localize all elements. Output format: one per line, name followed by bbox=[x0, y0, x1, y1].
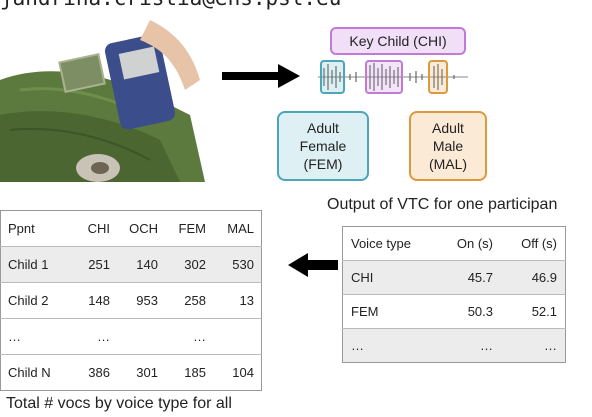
table-row: Child 2 148 953 258 13 bbox=[0, 282, 262, 319]
table-row: … … … bbox=[342, 328, 566, 363]
vtc-output-title: Output of VTC for one participan bbox=[327, 196, 558, 213]
key-child-label: Key Child (CHI) bbox=[330, 27, 466, 55]
header-cell: Off (s) bbox=[501, 226, 566, 261]
table-cell: 140 bbox=[117, 246, 165, 283]
header-cell: On (s) bbox=[437, 226, 501, 261]
table-cell: 302 bbox=[165, 246, 213, 283]
table-cell: … bbox=[79, 318, 117, 355]
table-cell: 52.1 bbox=[501, 294, 566, 329]
mal-line-2: Male bbox=[432, 138, 464, 154]
fem-line-2: Female bbox=[299, 138, 347, 154]
table-cell: 13 bbox=[213, 282, 262, 319]
fem-line-1: Adult bbox=[307, 120, 339, 136]
table-cell: 104 bbox=[232, 365, 254, 380]
adult-female-label: Adult Female (FEM) bbox=[277, 111, 369, 181]
fem-line-3: (FEM) bbox=[303, 156, 343, 172]
table-cell: 301 bbox=[136, 365, 158, 380]
table-cell: 148 bbox=[79, 282, 117, 319]
table-cell bbox=[213, 318, 262, 355]
table-cell: CHI bbox=[342, 260, 437, 295]
table-cell: FEM bbox=[342, 294, 437, 329]
header-cell: CHI bbox=[79, 210, 117, 247]
header-cell: FEM bbox=[165, 210, 213, 247]
table-cell bbox=[117, 318, 165, 355]
table-cell: Child 2 bbox=[0, 282, 79, 319]
header-cell: Voice type bbox=[342, 226, 437, 261]
arrow-left-icon bbox=[288, 253, 338, 277]
table-cell: 953 bbox=[117, 282, 165, 319]
table-row: Child 1 251 140 302 530 bbox=[0, 246, 262, 283]
table-cell: 530 bbox=[213, 246, 262, 283]
total-vocs-caption: Total # vocs by voice type for all bbox=[6, 395, 232, 412]
mal-line-3: (MAL) bbox=[428, 156, 468, 172]
table-cell: … bbox=[342, 328, 437, 363]
table-cell: 45.7 bbox=[437, 260, 501, 295]
email-header: jandrina.cristia@ens.psl.eu bbox=[0, 0, 341, 10]
table-cell: … bbox=[437, 328, 501, 363]
vtc-output-table: Voice type On (s) Off (s) CHI 45.7 46.9 … bbox=[342, 226, 566, 363]
header-cell: Ppnt bbox=[0, 210, 79, 247]
table-row: … … … bbox=[0, 318, 262, 355]
table-header-row: Ppnt CHI OCH FEM MAL bbox=[0, 210, 262, 247]
arrow-right-icon bbox=[222, 64, 300, 88]
summary-table: Ppnt CHI OCH FEM MAL Child 1 251 140 302… bbox=[0, 210, 262, 391]
table-cell: 50.3 bbox=[437, 294, 501, 329]
mal-line-1: Adult bbox=[432, 120, 464, 136]
table-cell: … bbox=[501, 328, 566, 363]
table-cell: Child 1 bbox=[0, 246, 79, 283]
table-header-row: Voice type On (s) Off (s) bbox=[342, 226, 566, 261]
audio-waveform bbox=[318, 60, 468, 94]
table-row: FEM 50.3 52.1 bbox=[342, 294, 566, 329]
table-row: Child N 386 301 185 104 bbox=[1, 355, 262, 391]
table-cell: … bbox=[165, 318, 213, 355]
table-cell: … bbox=[0, 318, 79, 355]
table-cell: 46.9 bbox=[501, 260, 566, 295]
adult-male-label: Adult Male (MAL) bbox=[409, 111, 487, 181]
header-cell: OCH bbox=[117, 210, 165, 247]
recorder-photo bbox=[0, 20, 210, 182]
table-cell: 185 bbox=[184, 365, 206, 380]
table-cell: Child N bbox=[8, 365, 51, 380]
table-cell: 258 bbox=[165, 282, 213, 319]
table-row: CHI 45.7 46.9 bbox=[342, 260, 566, 295]
table-cell: 386 bbox=[88, 365, 110, 380]
table-cell: 251 bbox=[79, 246, 117, 283]
header-cell: MAL bbox=[213, 210, 262, 247]
